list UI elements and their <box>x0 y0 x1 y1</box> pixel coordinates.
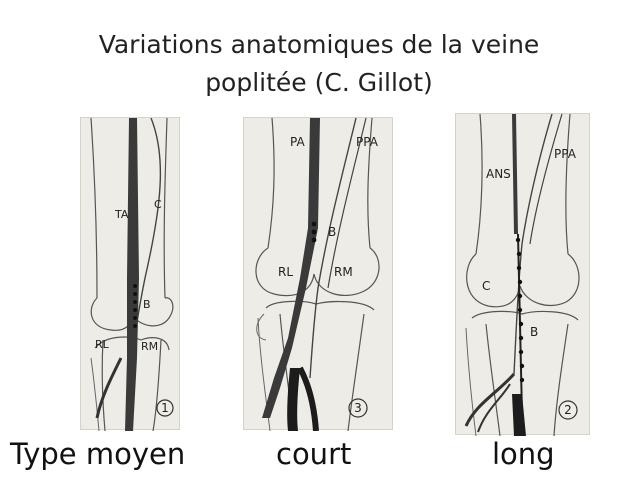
figure-2-number: 3 <box>354 401 362 415</box>
title-line-2: poplitée (C. Gillot) <box>205 68 433 97</box>
figure-1-number: 1 <box>161 401 169 415</box>
label-c: C <box>482 279 490 293</box>
title-line-1: Variations anatomiques de la veine <box>98 30 540 59</box>
label-rl: RL <box>278 265 293 279</box>
label-ppa: PPA <box>356 135 379 149</box>
label-rm: RM <box>141 340 158 353</box>
figure-1-drawing: 1 TA C B RL RM <box>90 118 174 431</box>
figure-long: 2 ANS PPA C B <box>455 113 590 436</box>
slide-title: Variations anatomiques de la veine popli… <box>0 26 638 102</box>
label-ta: TA <box>114 208 129 221</box>
figure-3-number: 2 <box>564 403 572 417</box>
label-c: C <box>154 198 162 211</box>
figure-court: 3 PA PPA B RL RM <box>243 117 393 431</box>
caption-type-moyen: Type moyen <box>10 437 186 471</box>
label-pa: PA <box>290 135 305 149</box>
figure-type-moyen: 1 TA C B RL RM <box>80 117 180 431</box>
caption-long: long <box>492 437 555 471</box>
label-b: B <box>530 325 538 339</box>
label-ppa: PPA <box>554 147 577 161</box>
figure-2-drawing: 3 PA PPA B RL RM <box>255 118 380 431</box>
label-rm: RM <box>334 265 353 279</box>
label-b: B <box>143 298 151 311</box>
label-b: B <box>328 225 336 239</box>
figure-3-drawing: 2 ANS PPA C B <box>464 114 580 436</box>
label-rl: RL <box>95 338 110 351</box>
label-ans: ANS <box>486 167 511 181</box>
caption-court: court <box>276 437 352 471</box>
